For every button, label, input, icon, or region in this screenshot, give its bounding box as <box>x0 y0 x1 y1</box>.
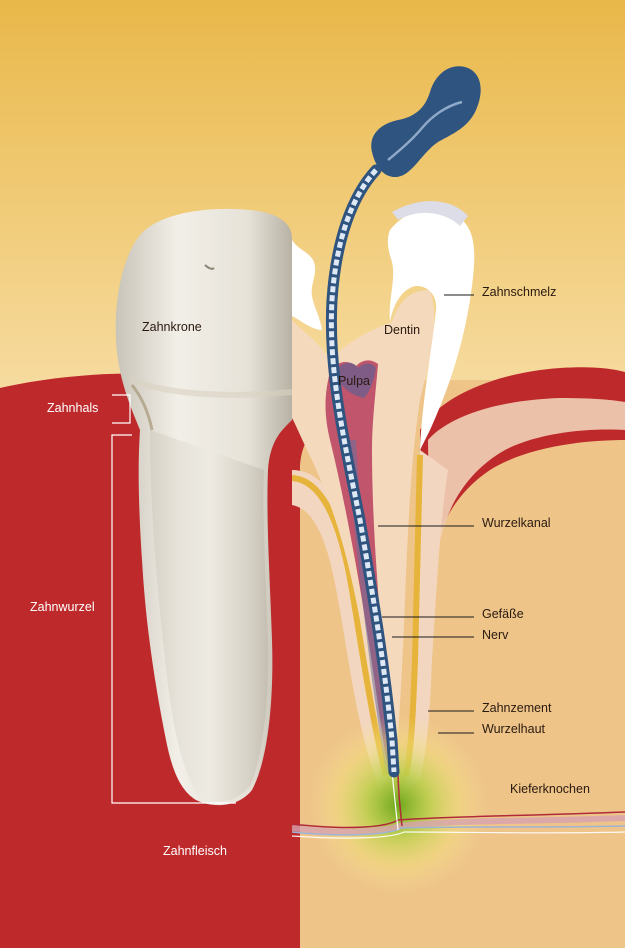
ligament-left <box>292 470 392 790</box>
label-pulpa: Pulpa <box>338 374 370 388</box>
label-gefaesse: Gefäße <box>482 607 524 621</box>
label-zahnzement: Zahnzement <box>482 701 552 715</box>
tooth-photo <box>115 208 293 806</box>
label-zahnkrone: Zahnkrone <box>142 320 202 334</box>
instrument-file-pattern <box>328 168 397 773</box>
vein-line <box>292 825 625 836</box>
label-dentin: Dentin <box>384 323 421 337</box>
gum-right-inner <box>292 380 360 948</box>
bracket-zahnwurzel <box>111 434 236 804</box>
label-kieferknochen: Kieferknochen <box>510 782 590 796</box>
tooth-pit <box>204 264 215 270</box>
leader-lines <box>378 294 474 734</box>
label-wurzelkanal: Wurzelkanal <box>482 516 551 530</box>
bracket-zahnhals <box>112 394 131 424</box>
nerve-line <box>292 831 625 839</box>
enamel-edge <box>392 201 468 226</box>
pulp-horn <box>338 362 376 398</box>
instrument-handle-highlight <box>387 100 463 161</box>
tooth-neck-shade <box>128 377 293 398</box>
label-zahnfleisch: Zahnfleisch <box>163 844 227 858</box>
gum-band <box>428 398 625 590</box>
label-zahnschmelz: Zahnschmelz <box>482 285 557 299</box>
apex-glow <box>308 715 488 895</box>
root-canal-instrument <box>325 66 481 778</box>
enamel-right <box>387 208 475 450</box>
label-wurzelhaut: Wurzelhaut <box>482 722 545 736</box>
tooth-root-shade <box>150 430 269 802</box>
brackets <box>111 394 236 804</box>
label-zahnwurzel: Zahnwurzel <box>30 600 95 614</box>
nerve-bundle <box>292 815 625 835</box>
label-zahnhals: Zahnhals <box>47 401 99 415</box>
tooth-neck-mark <box>130 384 154 431</box>
apex-vessel <box>397 771 403 827</box>
artery-line <box>292 811 625 829</box>
enamel-left <box>292 240 322 330</box>
label-nerv: Nerv <box>482 628 509 642</box>
